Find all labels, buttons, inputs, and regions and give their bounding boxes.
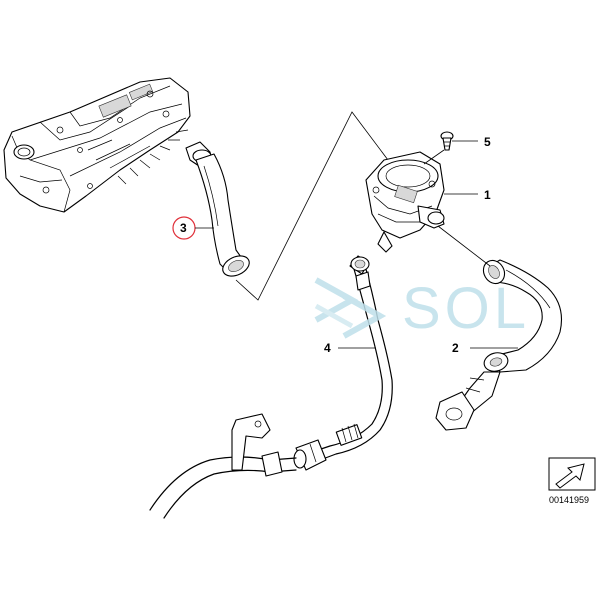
callout-number: 2 [452,341,459,355]
callout-number: 4 [324,341,331,355]
doc-number-box: 00141959 [548,457,596,505]
watermark-logo-icon [314,277,387,339]
callout-5: 5 [423,135,491,165]
callout-3: 3 [172,216,214,240]
doc-number: 00141959 [549,495,589,505]
oil-separator-part-1 [365,151,445,253]
assembly-lines [235,111,401,301]
callout-number: 1 [484,188,491,202]
callout-number: 3 [180,221,187,235]
screw-part-5 [440,131,454,151]
callout-2: 2 [437,225,518,355]
callout-number: 5 [484,135,491,149]
watermark-text: SOL [402,276,530,341]
watermark: SOL [314,276,530,341]
hose-part-4 [293,255,393,471]
arrow-icon [555,463,585,489]
callout-1: 1 [444,188,491,202]
callout-4: 4 [324,341,376,355]
hose-part-3 [195,153,250,277]
lower-vent-pipe [149,413,297,519]
cylinder-head-cover [3,77,213,213]
hose-part-2 [435,259,563,431]
